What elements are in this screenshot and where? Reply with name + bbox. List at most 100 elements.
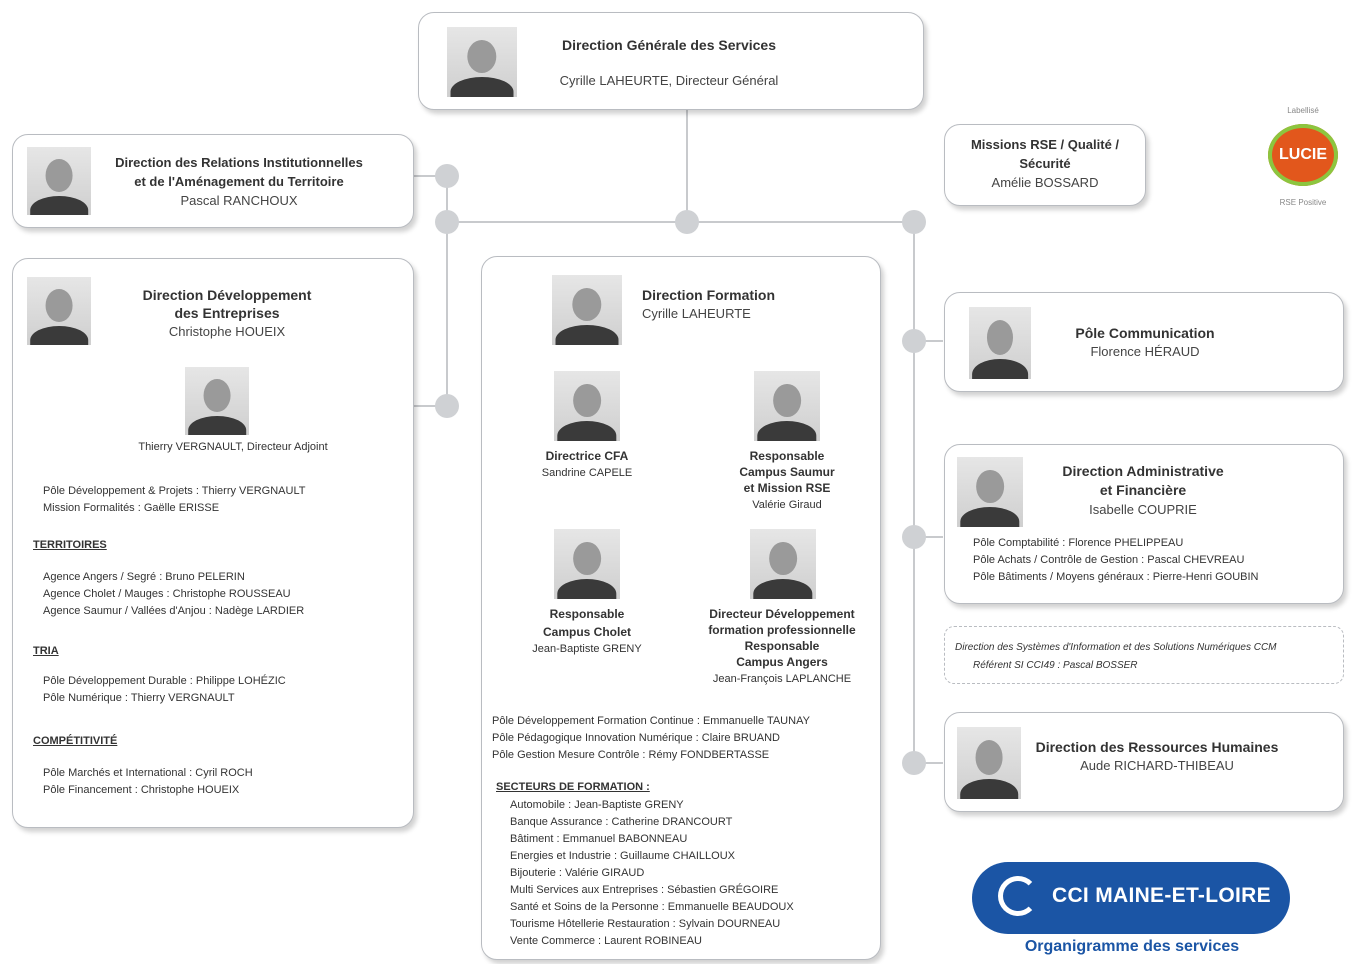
drh-name: Aude RICHARD-THIBEAU <box>1080 758 1234 773</box>
secteur-item: Santé et Soins de la Personne : Emmanuel… <box>510 901 794 913</box>
cholet-title-line2: Campus Cholet <box>542 625 631 639</box>
formation-heading-secteurs: SECTEURS DE FORMATION : <box>496 781 650 793</box>
dev-heading-territoires: TERRITOIRES <box>33 539 107 551</box>
connector-h-drh <box>913 762 943 764</box>
cci-logo-text: CCI MAINE-ET-LOIRE <box>1052 884 1271 907</box>
cci-emblem-icon <box>998 876 1038 916</box>
secteur-item: Multi Services aux Entreprises : Sébasti… <box>510 884 779 896</box>
daf-title-line2: et Financière <box>1099 482 1187 498</box>
formation-pole-item: Pôle Gestion Mesure Contrôle : Rémy FOND… <box>492 749 770 761</box>
cci-logo: CCI MAINE-ET-LOIRE <box>972 862 1290 934</box>
relations-title-line2: et de l'Aménagement du Territoire <box>134 174 344 189</box>
secteur-item: Vente Commerce : Laurent ROBINEAU <box>510 935 702 947</box>
formation-name: Cyrille LAHEURTE <box>642 306 751 321</box>
dev-tria: Pôle Développement Durable : Philippe LO… <box>43 673 403 707</box>
formation-poles: Pôle Développement Formation Continue : … <box>492 713 878 764</box>
relations-card: Direction des Relations Institutionnelle… <box>12 134 414 228</box>
drh-title: Direction des Ressources Humaines <box>1035 739 1279 755</box>
connector-h-comm <box>913 340 943 342</box>
dev-name: Christophe HOUEIX <box>168 324 286 339</box>
dev-territoire-item: Agence Saumur / Vallées d'Anjou : Nadège… <box>43 605 305 617</box>
secteur-item: Energies et Industrie : Guillaume CHAILL… <box>510 850 735 862</box>
cfa-name: Sandrine CAPELE <box>541 467 633 479</box>
dsi-line1: Direction des Systèmes d'Information et … <box>955 642 1277 653</box>
relations-photo <box>27 147 91 215</box>
dev-heading-competitivite: COMPÉTITIVITÉ <box>33 735 118 747</box>
dev-comp-item: Pôle Financement : Christophe HOUEIX <box>43 784 240 796</box>
connector-dot <box>902 525 926 549</box>
lucie-top-label: Labellisé <box>1287 106 1319 115</box>
lucie-logo: LUCIE <box>1268 124 1338 186</box>
connector-h-daf <box>913 536 943 538</box>
dev-title-line2: des Entreprises <box>174 305 280 321</box>
daf-pole-item: Pôle Bâtiments / Moyens généraux : Pierr… <box>973 571 1259 583</box>
cholet-photo <box>554 529 620 599</box>
saumur-name: Valérie Giraud <box>752 499 822 511</box>
daf-card: Direction Administrative et Financière I… <box>944 444 1344 604</box>
dsi-card: Direction des Systèmes d'Information et … <box>944 626 1344 684</box>
dsi-line2: Référent SI CCI49 : Pascal BOSSER <box>973 660 1138 671</box>
dev-title-line1: Direction Développement <box>142 287 312 303</box>
secteur-item: Tourisme Hôtellerie Restauration : Sylva… <box>510 918 781 930</box>
dev-deputy-photo <box>185 367 249 435</box>
daf-title-line1: Direction Administrative <box>1062 463 1224 479</box>
daf-photo <box>957 457 1023 527</box>
formation-title: Direction Formation <box>642 287 776 303</box>
saumur-title-line3: et Mission RSE <box>743 481 831 495</box>
rse-title-line2: Sécurité <box>1019 156 1071 171</box>
comm-name: Florence HÉRAUD <box>1090 344 1200 359</box>
relations-name: Pascal RANCHOUX <box>180 193 298 208</box>
dev-tria-item: Pôle Numérique : Thierry VERGNAULT <box>43 692 235 704</box>
connector-horizontal-relations <box>414 175 448 177</box>
dev-pole-item: Mission Formalités : Gaëlle ERISSE <box>43 502 220 514</box>
connector-dot <box>902 751 926 775</box>
dev-competitivite: Pôle Marchés et International : Cyril RO… <box>43 765 403 799</box>
connector-vertical-center <box>686 110 688 226</box>
lucie-bottom-label: RSE Positive <box>1279 198 1327 207</box>
dgs-title: Direction Générale des Services <box>562 37 776 53</box>
org-chart-caption: Organigramme des services <box>1024 938 1240 955</box>
cfa-title: Directrice CFA <box>545 449 629 463</box>
rse-name: Amélie BOSSARD <box>991 175 1099 190</box>
dev-territoire-item: Agence Cholet / Mauges : Christophe ROUS… <box>43 588 291 600</box>
angers-title-line1: Directeur Développement <box>709 607 855 621</box>
secteur-item: Bâtiment : Emmanuel BABONNEAU <box>510 833 688 845</box>
saumur-title-line2: Campus Saumur <box>739 465 835 479</box>
comm-title: Pôle Communication <box>1075 325 1215 341</box>
angers-name: Jean-François LAPLANCHE <box>712 673 852 685</box>
daf-pole-item: Pôle Achats / Contrôle de Gestion : Pasc… <box>973 554 1245 566</box>
cholet-title-line1: Responsable <box>549 607 625 621</box>
dev-comp-item: Pôle Marchés et International : Cyril RO… <box>43 767 253 779</box>
connector-horizontal-dev <box>414 405 448 407</box>
connector-dot <box>902 329 926 353</box>
daf-name: Isabelle COUPRIE <box>1089 502 1197 517</box>
dev-poles: Pôle Développement & Projets : Thierry V… <box>43 483 403 517</box>
dgs-name: Cyrille LAHEURTE, Directeur Général <box>559 73 779 88</box>
connector-dot <box>435 210 459 234</box>
secteur-item: Banque Assurance : Catherine DRANCOURT <box>510 816 733 828</box>
formation-pole-item: Pôle Développement Formation Continue : … <box>492 715 810 727</box>
dev-pole-item: Pôle Développement & Projets : Thierry V… <box>43 485 306 497</box>
dev-heading-tria: TRIA <box>33 645 59 657</box>
relations-title-line1: Direction des Relations Institutionnelle… <box>115 155 363 170</box>
cfa-photo <box>554 371 620 441</box>
dev-territoire-item: Agence Angers / Segré : Bruno PELERIN <box>43 571 245 583</box>
rse-card: Missions RSE / Qualité / Sécurité Amélie… <box>944 124 1146 206</box>
dgs-photo <box>447 27 517 97</box>
connector-vertical-left <box>446 175 448 407</box>
secteur-item: Automobile : Jean-Baptiste GRENY <box>510 799 684 811</box>
comm-photo <box>969 307 1031 379</box>
connector-dot <box>902 210 926 234</box>
formation-photo <box>552 275 622 345</box>
angers-title-line2: formation professionnelle <box>708 623 856 637</box>
angers-photo <box>750 529 816 599</box>
formation-pole-item: Pôle Pédagogique Innovation Numérique : … <box>492 732 780 744</box>
dev-territoires: Agence Angers / Segré : Bruno PELERIN Ag… <box>43 569 403 620</box>
connector-dot <box>435 164 459 188</box>
dev-photo <box>27 277 91 345</box>
daf-pole-item: Pôle Comptabilité : Florence PHELIPPEAU <box>973 537 1184 549</box>
saumur-photo <box>754 371 820 441</box>
rse-title-line1: Missions RSE / Qualité / <box>970 137 1120 152</box>
formation-card: Direction Formation Cyrille LAHEURTE Dir… <box>481 256 881 960</box>
connector-dot <box>435 394 459 418</box>
